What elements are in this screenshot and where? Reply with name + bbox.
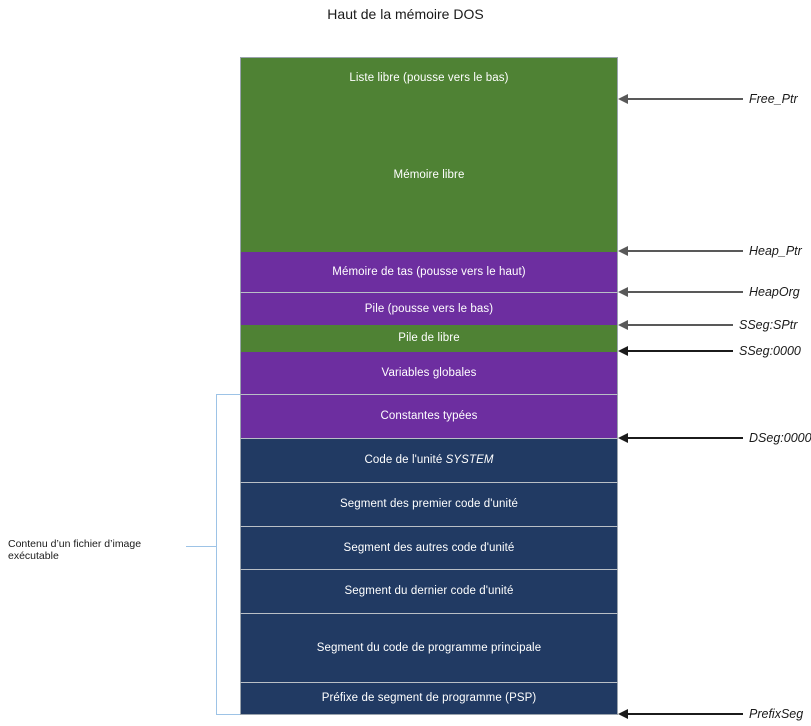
arrow-head-icon — [618, 94, 628, 104]
arrow-head-icon — [618, 287, 628, 297]
memory-block: Segment du code de programme principale — [240, 613, 618, 682]
memory-block: Variables globales — [240, 352, 618, 394]
arrow-line — [628, 713, 743, 715]
pointer-arrow-label: HeapOrg — [618, 284, 800, 300]
memory-block-label: Mémoire libre — [393, 169, 465, 182]
pointer-arrow-label: PrefixSeg — [618, 706, 803, 722]
pointer-arrow-label: SSeg:0000 — [618, 343, 801, 359]
memory-block: Constantes typées — [240, 394, 618, 438]
memory-block: Segment des premier code d'unité — [240, 482, 618, 526]
memory-block-label: Variables globales — [381, 366, 477, 379]
memory-block-label: Segment des premier code d'unité — [340, 498, 518, 511]
memory-block: Segment du dernier code d'unité — [240, 569, 618, 613]
executable-image-annotation: Contenu d’un fichier d’image exécutable — [8, 538, 142, 562]
arrow-line — [628, 291, 743, 293]
memory-block: Segment des autres code d'unité — [240, 526, 618, 569]
executable-image-bracket-stem — [186, 546, 217, 547]
memory-block-label: Liste libre (pousse vers le bas) — [349, 72, 509, 85]
arrow-head-icon — [618, 346, 628, 356]
memory-block-label: Pile de libre — [398, 332, 460, 345]
pointer-name-label: Heap_Ptr — [749, 244, 802, 258]
memory-block-label: Constantes typées — [380, 410, 478, 423]
arrow-line — [628, 324, 733, 326]
arrow-line — [628, 250, 743, 252]
arrow-line — [628, 350, 733, 352]
arrow-head-icon — [618, 709, 628, 719]
memory-block-label: Code de l'unité SYSTEM — [364, 454, 494, 467]
memory-block: Pile de libre — [240, 325, 618, 353]
arrow-head-icon — [618, 246, 628, 256]
pointer-name-label: PrefixSeg — [749, 707, 804, 721]
pointer-name-label: HeapOrg — [749, 285, 800, 299]
arrow-line — [628, 437, 743, 439]
diagram-title: Haut de la mémoire DOS — [327, 6, 484, 22]
arrow-head-icon — [618, 433, 628, 443]
executable-image-bracket — [216, 394, 240, 715]
pointer-arrow-label: Free_Ptr — [618, 91, 798, 107]
memory-block-label: Segment du dernier code d'unité — [344, 585, 514, 598]
pointer-name-label: SSeg:SPtr — [739, 318, 798, 332]
memory-block: Préfixe de segment de programme (PSP) — [240, 682, 618, 715]
arrow-line — [628, 98, 743, 100]
arrow-head-icon — [618, 320, 628, 330]
memory-block: Mémoire de tas (pousse vers le haut) — [240, 252, 618, 292]
pointer-name-label: SSeg:0000 — [739, 344, 801, 358]
pointer-arrow-label: Heap_Ptr — [618, 243, 802, 259]
memory-block-label: Segment du code de programme principale — [316, 641, 542, 654]
pointer-arrow-label: SSeg:SPtr — [618, 317, 797, 333]
pointer-name-label: Free_Ptr — [749, 92, 798, 106]
memory-block: Code de l'unité SYSTEM — [240, 438, 618, 482]
pointer-arrow-label: DSeg:0000 — [618, 430, 811, 446]
memory-block-label: Segment des autres code d'unité — [343, 541, 515, 554]
memory-block: Mémoire libre — [240, 99, 618, 253]
memory-block-label: Mémoire de tas (pousse vers le haut) — [332, 265, 526, 278]
memory-block: Liste libre (pousse vers le bas) — [240, 57, 618, 100]
memory-block-column: Liste libre (pousse vers le bas) Mémoire … — [240, 57, 618, 715]
pointer-name-label: DSeg:0000 — [749, 431, 811, 445]
memory-block: Pile (pousse vers le bas) — [240, 292, 618, 326]
memory-block-label: Préfixe de segment de programme (PSP) — [321, 692, 537, 705]
memory-block-label: Pile (pousse vers le bas) — [364, 302, 494, 315]
memory-block-label-emphasis: SYSTEM — [445, 454, 494, 467]
